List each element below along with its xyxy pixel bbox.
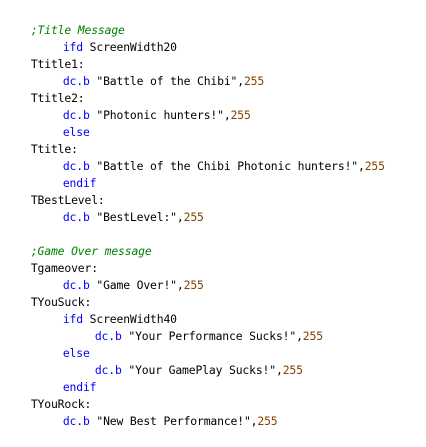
number-literal: 255 [183,278,204,292]
directive-dcb: dc.b [62,108,90,122]
code-line-2: ifd ScreenWidth20 [36,22,177,54]
directive-argument: ScreenWidth20 [82,40,177,54]
code-line-24: dc.b "New Best Performance!",255 [36,396,278,428]
label-ttitle1: Ttitle1: [30,57,85,71]
code-line-11: TBestLevel: [4,175,105,207]
code-line-15: Tgameover: [4,243,98,275]
code-line-6: dc.b "Photonic hunters!",255 [36,90,251,122]
code-line-19: dc.b "Your Performance Sucks!",255 [68,311,323,343]
label-tbestlevel: TBestLevel: [30,193,105,207]
directive-endif: endif [62,380,97,394]
string-literal: "New Best Performance!", [89,414,258,428]
string-literal: "Your GamePlay Sucks!", [121,363,283,377]
code-line-17: TYouSuck: [4,277,92,309]
string-literal: "Photonic hunters!", [89,108,231,122]
directive-dcb: dc.b [62,74,90,88]
directive-ifd: ifd [62,312,83,326]
code-line-14: ;Game Over message [4,226,152,258]
directive-dcb: dc.b [62,159,90,173]
code-line-7: else [36,107,90,139]
code-line-18: ifd ScreenWidth40 [36,294,177,326]
directive-dcb: dc.b [94,363,122,377]
code-line-5: Ttitle2: [4,73,85,105]
string-literal: "Battle of the Chibi", [89,74,244,88]
string-literal: "Battle of the Chibi Photonic hunters!", [89,159,365,173]
string-literal: "Game Over!", [89,278,184,292]
number-literal: 255 [257,414,278,428]
label-tgameover: Tgameover: [30,261,98,275]
number-literal: 255 [243,74,265,88]
code-line-10: endif [36,158,97,190]
directive-else: else [62,125,90,139]
code-line-22: endif [36,362,97,394]
code-line-20: else [36,328,90,360]
code-line-23: TYouRock: [4,379,92,411]
comment-game-over-message: ;Game Over message [30,244,152,258]
code-line-3: Ttitle1: [4,39,85,71]
number-literal: 255 [230,108,251,122]
comment-title-message: ;Title Message [30,23,125,37]
directive-argument: ScreenWidth40 [82,312,177,326]
label-tyousuck: TYouSuck: [30,295,92,309]
label-tyourock: TYouRock: [30,397,92,411]
code-line-1: ;Title Message [4,5,125,37]
number-literal: 255 [364,159,385,173]
number-literal: 255 [183,210,204,224]
directive-ifd: ifd [62,40,83,54]
code-line-8: Ttitle: [4,124,78,156]
code-line-9: dc.b "Battle of the Chibi Photonic hunte… [36,141,385,173]
code-line-21: dc.b "Your GamePlay Sucks!",255 [68,345,303,377]
directive-dcb: dc.b [62,278,90,292]
code-line-12: dc.b "BestLevel:",255 [36,192,204,224]
label-ttitle: Ttitle: [30,142,78,156]
directive-else: else [62,346,90,360]
code-line-16: dc.b "Game Over!",255 [36,260,204,292]
directive-dcb: dc.b [94,329,122,343]
directive-dcb: dc.b [62,414,90,428]
directive-endif: endif [62,176,97,190]
code-editor[interactable]: ;Title Message ifd ScreenWidth20 Ttitle1… [0,0,426,428]
number-literal: 255 [282,363,303,377]
number-literal: 255 [302,329,323,343]
code-line-4: dc.b "Battle of the Chibi",255 [36,56,264,88]
directive-dcb: dc.b [62,210,90,224]
string-literal: "BestLevel:", [89,210,184,224]
string-literal: "Your Performance Sucks!", [121,329,303,343]
label-ttitle2: Ttitle2: [30,91,85,105]
